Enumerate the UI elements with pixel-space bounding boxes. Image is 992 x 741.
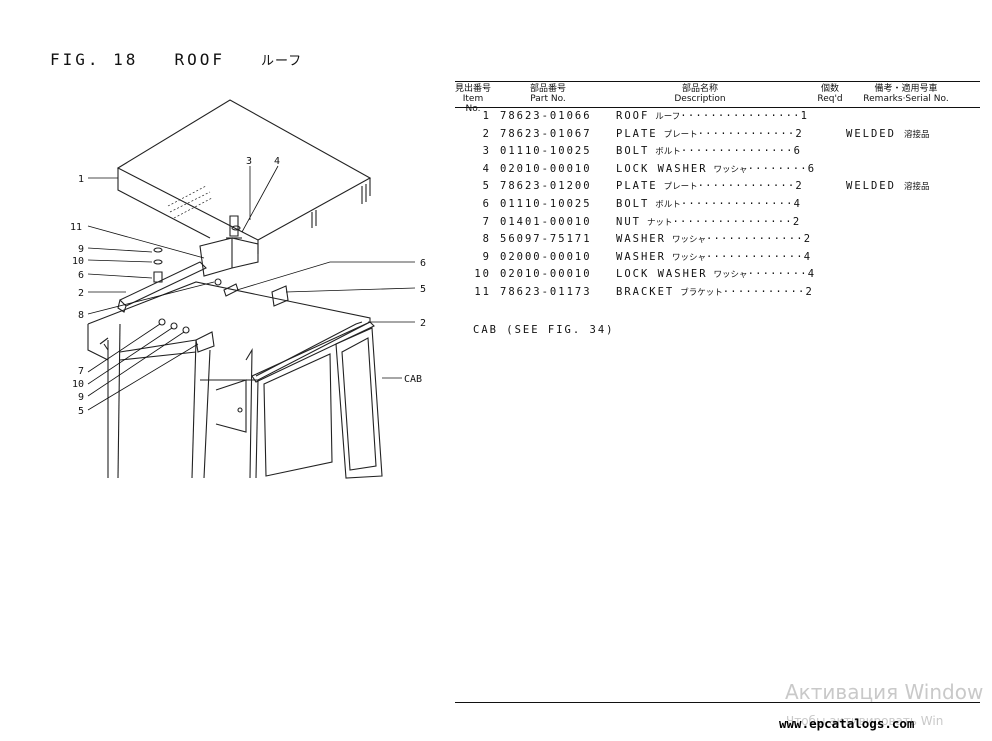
activation-watermark-sub: Чтобы активировать Win xyxy=(786,714,944,728)
header-part: 部品番号 Part No. xyxy=(529,84,566,104)
callout-10b: 10 xyxy=(72,379,84,390)
callout-2b: 2 xyxy=(420,318,426,329)
callout-cab: CAB xyxy=(404,374,422,385)
callout-5b: 5 xyxy=(420,284,426,295)
callout-9a: 9 xyxy=(78,244,84,255)
callout-6a: 6 xyxy=(78,270,84,281)
callout-5a: 5 xyxy=(78,406,84,417)
callout-2a: 2 xyxy=(78,288,84,299)
callout-4: 4 xyxy=(274,156,280,167)
figure-name: ROOF xyxy=(174,50,225,69)
callout-3: 3 xyxy=(246,156,252,167)
figure-name-jp: ルーフ xyxy=(260,54,303,69)
activation-watermark: Активация Window xyxy=(785,680,984,704)
page-bottom-rule xyxy=(455,702,980,703)
cab-reference-note: CAB (SEE FIG. 34) xyxy=(473,324,615,336)
cab-body xyxy=(87,281,371,381)
header-description: 部品名称 Description xyxy=(674,84,726,104)
table-header-rule xyxy=(455,107,980,108)
callout-11: 11 xyxy=(70,222,82,233)
callout-6b: 6 xyxy=(420,258,426,269)
roof-panel xyxy=(116,99,372,241)
header-item: 見出番号 Item No. xyxy=(455,84,492,114)
website-label[interactable]: www.epcatalogs.com xyxy=(779,716,915,731)
callout-9b: 9 xyxy=(78,392,84,403)
figure-number: FIG. 18 xyxy=(50,50,139,69)
callout-1: 1 xyxy=(78,174,84,185)
figure-title: FIG. 18 ROOF ルーフ xyxy=(50,50,302,69)
callout-10a: 10 xyxy=(72,256,84,267)
callout-7: 7 xyxy=(78,366,84,377)
header-remarks: 備考・適用号車 Remarks·Serial No. xyxy=(863,84,949,104)
callout-8: 8 xyxy=(78,310,84,321)
header-qty: 個数 Req'd xyxy=(817,84,843,104)
plate-upper xyxy=(119,261,207,307)
table-top-rule xyxy=(455,81,980,82)
